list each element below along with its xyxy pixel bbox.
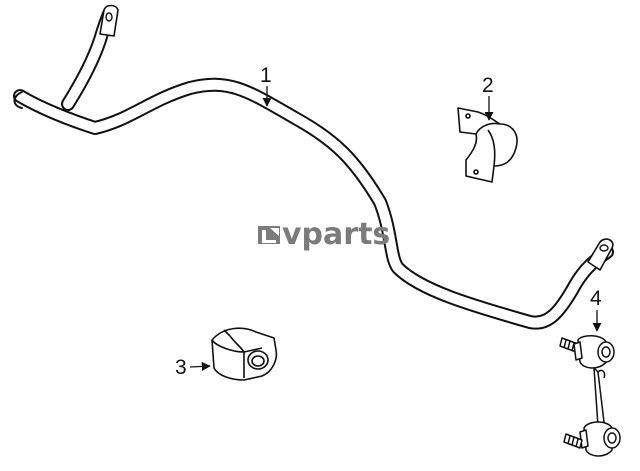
stabilizer-bar <box>13 4 614 330</box>
callout-4: 4 <box>590 287 602 332</box>
callout-3-arrow <box>189 361 211 371</box>
callout-4-label: 4 <box>590 287 602 310</box>
callout-2-label: 2 <box>482 74 494 97</box>
watermark-text: vparts <box>282 217 390 252</box>
callout-3-label: 3 <box>175 356 187 379</box>
callout-3: 3 <box>175 356 211 379</box>
callout-1: 1 <box>260 64 272 107</box>
watermark: vparts <box>258 217 390 252</box>
callout-1-label: 1 <box>260 64 272 87</box>
bar-bushing <box>211 327 278 381</box>
callout-2: 2 <box>482 74 494 121</box>
lv-logo-icon <box>258 226 280 244</box>
bushing-bracket <box>457 107 518 183</box>
stabilizer-link <box>559 335 621 457</box>
